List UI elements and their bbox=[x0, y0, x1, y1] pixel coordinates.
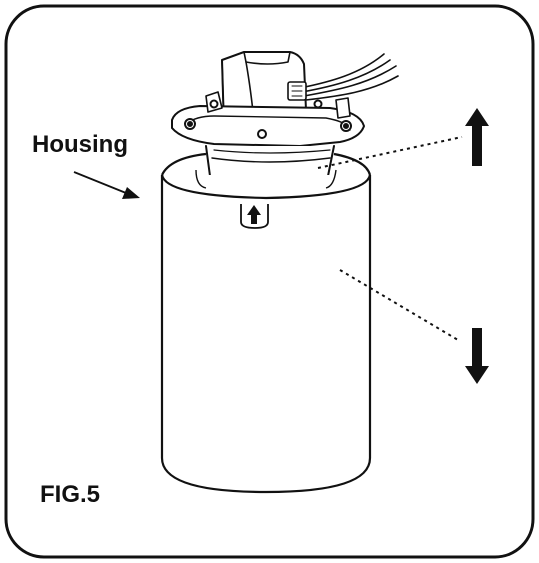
small-up-arrow-icon bbox=[240, 204, 269, 229]
guide-line-lower bbox=[339, 269, 459, 341]
arrow-down-icon bbox=[465, 328, 489, 384]
lead-wires bbox=[299, 53, 399, 101]
arrow-up-icon bbox=[465, 108, 489, 166]
figure-label: FIG.5 bbox=[40, 481, 100, 508]
housing-rim bbox=[160, 174, 372, 200]
housing-body bbox=[160, 175, 372, 494]
housing-label: Housing bbox=[32, 131, 128, 158]
mounting-bracket bbox=[171, 105, 365, 147]
housing-cylinder bbox=[160, 152, 372, 494]
housing-leader-arrow bbox=[73, 171, 140, 199]
